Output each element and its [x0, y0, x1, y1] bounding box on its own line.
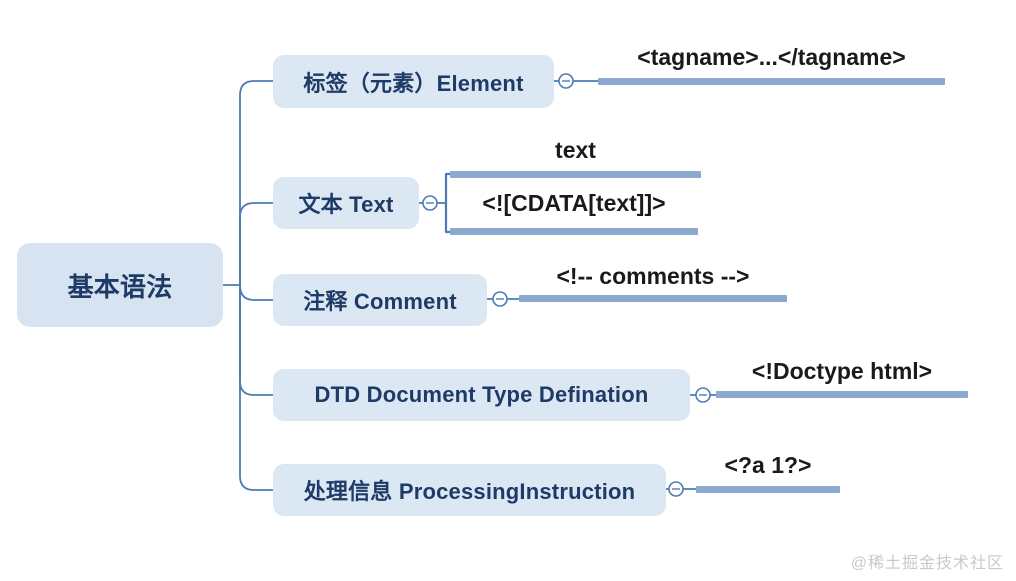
child-topic-tagname-label: <tagname>...</tagname> — [637, 44, 906, 70]
collapse-toggle-element[interactable] — [558, 73, 574, 89]
topic-text-label: 文本 Text — [298, 192, 394, 217]
child-topic-tagname-underline — [598, 78, 945, 85]
collapse-toggle-text[interactable] — [422, 195, 438, 211]
collapse-toggle-comment[interactable] — [492, 291, 508, 307]
topic-text[interactable]: 文本 Text — [273, 177, 419, 229]
collapse-toggle-dtd[interactable] — [695, 387, 711, 403]
root-topic-basic-syntax[interactable]: 基本语法 — [17, 243, 223, 327]
child-topic-cdata-label: <![CDATA[text]]> — [482, 190, 666, 216]
child-topic-doctype-label: <!Doctype html> — [751, 358, 933, 384]
topic-comment-label: 注释 Comment — [303, 289, 457, 314]
watermark: @稀土掘金技术社区 — [850, 555, 1004, 572]
child-topic-cdata-underline — [450, 228, 698, 235]
child-topic-doctype-underline — [716, 391, 968, 398]
topic-processing-instruction[interactable]: 处理信息 ProcessingInstruction — [273, 464, 666, 516]
child-topic-pi-example-underline — [696, 486, 840, 493]
topic-dtd[interactable]: DTD Document Type Defination — [273, 369, 690, 421]
topic-dtd-label: DTD Document Type Defination — [314, 382, 649, 407]
topic-element-label: 标签（元素）Element — [303, 70, 524, 96]
child-topic-text-label: text — [555, 137, 596, 163]
child-topic-comments-underline — [519, 295, 787, 302]
collapse-toggle-pi[interactable] — [668, 481, 684, 497]
child-topic-text-underline — [450, 171, 701, 178]
child-topic-comments-label: <!-- comments --> — [556, 263, 750, 289]
topic-comment[interactable]: 注释 Comment — [273, 274, 487, 326]
child-topic-pi-example-label: <?a 1?> — [724, 452, 812, 478]
topic-processing-instruction-label: 处理信息 ProcessingInstruction — [303, 479, 636, 504]
root-topic-label: 基本语法 — [67, 271, 173, 302]
topic-element[interactable]: 标签（元素）Element — [273, 55, 554, 108]
